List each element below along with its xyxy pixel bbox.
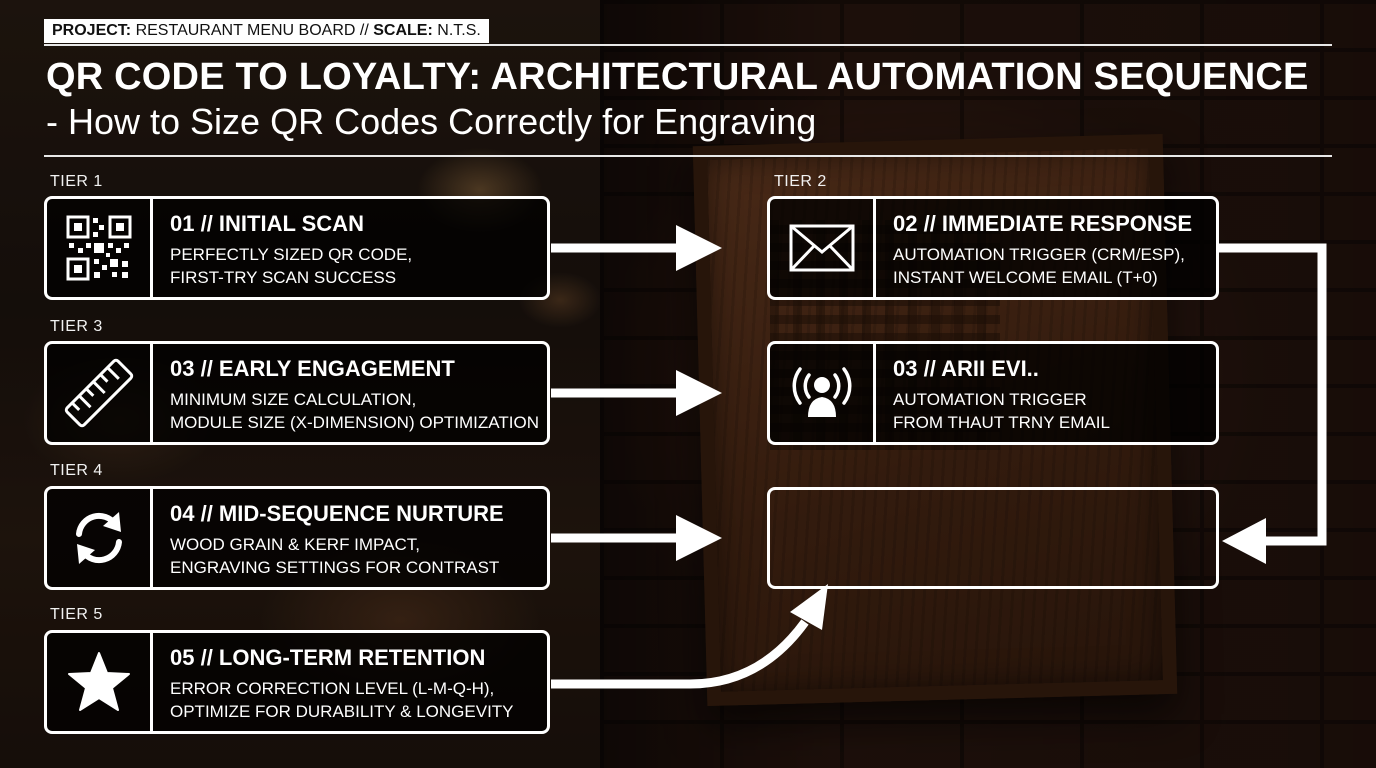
plaque-focus-frame (767, 487, 1219, 589)
step-card-long-term-retention: 05 // LONG-TERM RETENTION ERROR CORRECTI… (44, 630, 550, 734)
step-card-initial-scan: 01 // INITIAL SCAN PERFECTLY SIZED QR CO… (44, 196, 550, 300)
step-detail-line: AUTOMATION TRIGGER (893, 390, 1087, 409)
step-detail-line: WOOD GRAIN & KERF IMPACT, (170, 535, 420, 554)
step-detail-line: OPTIMIZE FOR DURABILITY & LONGEVITY (170, 702, 514, 721)
tier-1-label: TIER 1 (50, 173, 103, 190)
step-detail-line: AUTOMATION TRIGGER (CRM/ESP), (893, 245, 1185, 264)
scale-value: N.T.S. (437, 22, 481, 39)
step-title: 05 // LONG-TERM RETENTION (170, 645, 486, 670)
step-detail-line: PERFECTLY SIZED QR CODE, (170, 245, 413, 264)
page-title: QR CODE TO LOYALTY: ARCHITECTURAL AUTOMA… (46, 56, 1309, 98)
step-detail-line: FIRST-TRY SCAN SUCCESS (170, 268, 397, 287)
qr-code-icon (66, 215, 131, 281)
header-top-rule (44, 44, 1332, 46)
tier-4-label: TIER 4 (50, 462, 103, 479)
star-icon (67, 652, 130, 711)
step-card-icon-cell (47, 633, 153, 731)
step-detail-line: MODULE SIZE (X-DIMENSION) OPTIMIZATION (170, 413, 539, 432)
step-card-automation-trigger: 03 // ARII EVI.. AUTOMATION TRIGGER FROM… (767, 341, 1219, 445)
tier-3-label: TIER 3 (50, 318, 103, 335)
step-title: 01 // INITIAL SCAN (170, 211, 364, 236)
step-detail-line: ENGRAVING SETTINGS FOR CONTRAST (170, 558, 500, 577)
step-card-immediate-response: 02 // IMMEDIATE RESPONSE AUTOMATION TRIG… (767, 196, 1219, 300)
project-key: PROJECT: (52, 22, 132, 39)
refresh-cycle-icon (75, 512, 122, 564)
project-info-bar: PROJECT: RESTAURANT MENU BOARD // SCALE:… (44, 19, 489, 43)
step-card-icon-cell (770, 199, 876, 297)
scale-key: SCALE: (373, 22, 433, 39)
project-value: RESTAURANT MENU BOARD // (135, 22, 369, 39)
step-card-icon-cell (47, 489, 153, 587)
step-card-early-engagement: 03 // EARLY ENGAGEMENT MINIMUM SIZE CALC… (44, 341, 550, 445)
tier-2-label: TIER 2 (774, 173, 827, 190)
page-subtitle: - How to Size QR Codes Correctly for Eng… (46, 101, 817, 142)
ruler-icon (64, 358, 133, 428)
broadcast-user-icon (792, 367, 851, 417)
step-title: 02 // IMMEDIATE RESPONSE (893, 211, 1193, 236)
step-detail-line: ERROR CORRECTION LEVEL (L-M-Q-H), (170, 679, 495, 698)
step-title: 03 // ARII EVI.. (893, 356, 1039, 381)
tier-5-label: TIER 5 (50, 606, 103, 623)
step-detail-line: FROM THAUT TRNY EMAIL (893, 413, 1110, 432)
step-detail-line: MINIMUM SIZE CALCULATION, (170, 390, 417, 409)
step-card-mid-sequence-nurture: 04 // MID-SEQUENCE NURTURE WOOD GRAIN & … (44, 486, 550, 590)
step-title: 03 // EARLY ENGAGEMENT (170, 356, 455, 381)
step-card-icon-cell (770, 344, 876, 442)
step-detail-line: INSTANT WELCOME EMAIL (T+0) (893, 268, 1158, 287)
step-card-icon-cell (47, 344, 153, 442)
step-card-icon-cell (47, 199, 153, 297)
header-bottom-rule (44, 155, 1332, 157)
envelope-icon (789, 224, 854, 272)
step-title: 04 // MID-SEQUENCE NURTURE (170, 501, 504, 526)
